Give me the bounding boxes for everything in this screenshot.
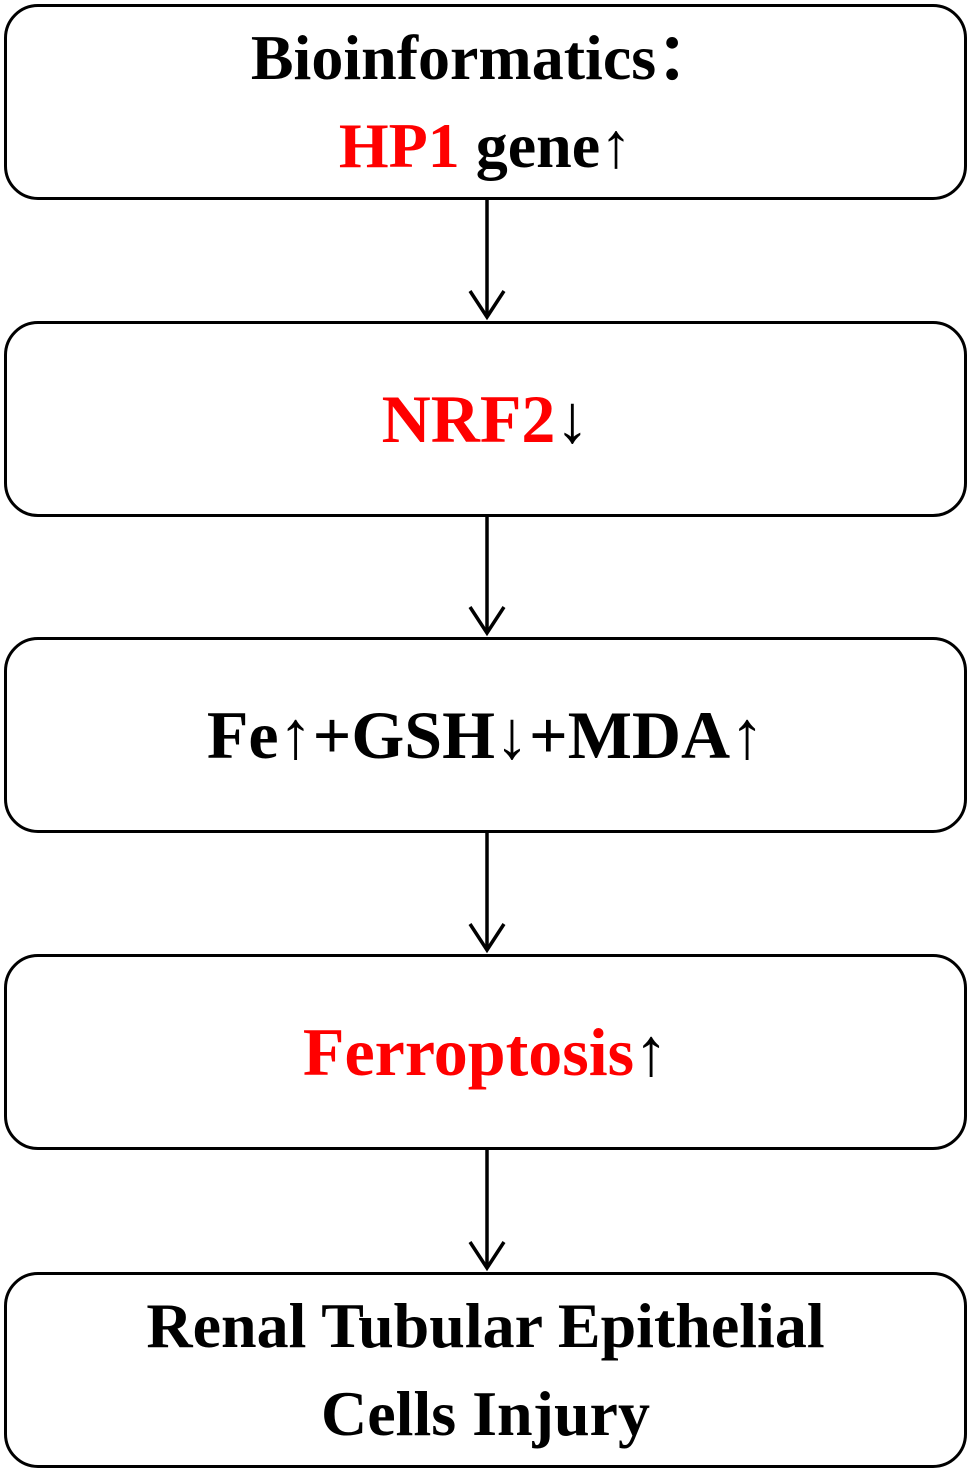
step-ferroptosis-box: Ferroptosis↑: [4, 954, 967, 1150]
step-bioinformatics-box: Bioinformatics： HP1 gene↑: [4, 4, 967, 200]
injury-label-line1: Renal Tubular Epithelial: [146, 1290, 825, 1361]
ferroptosis-line: Ferroptosis↑: [303, 1007, 668, 1097]
nrf2-label: NRF2: [381, 381, 556, 457]
step-nrf2-box: NRF2↓: [4, 321, 967, 517]
markers-label: Fe↑+GSH↓+MDA↑: [206, 697, 765, 773]
injury-label-line2: Cells Injury: [321, 1378, 650, 1449]
step-injury-box: Renal Tubular Epithelial Cells Injury: [4, 1272, 967, 1468]
gene-up-label: gene↑: [459, 110, 633, 181]
bioinformatics-label: Bioinformatics：: [250, 22, 721, 93]
step-markers-box: Fe↑+GSH↓+MDA↑: [4, 637, 967, 833]
flow-arrow-3: [468, 832, 506, 954]
flow-arrow-4: [468, 1149, 506, 1272]
flow-arrow-2: [468, 516, 506, 637]
hp1-label: HP1: [338, 110, 460, 181]
flow-arrow-1: [468, 199, 506, 321]
hp1-gene-line: HP1 gene↑: [339, 102, 632, 190]
nrf2-down-arrow: ↓: [555, 381, 590, 457]
ferroptosis-label: Ferroptosis: [302, 1014, 635, 1090]
ferroptosis-up-arrow: ↑: [634, 1014, 669, 1090]
nrf2-line: NRF2↓: [382, 374, 590, 464]
